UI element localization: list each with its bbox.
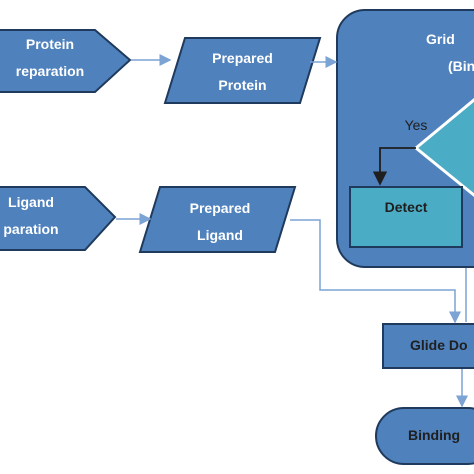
protein-preparation-line1: Protein	[25, 36, 75, 52]
ligand-preparation-shape	[0, 186, 117, 251]
protein-preparation-shape	[0, 29, 132, 93]
binding-label: Binding	[408, 427, 461, 443]
ligand-preparation-line2: paration	[3, 221, 59, 237]
prepared-ligand-label: Prepared Ligand	[155, 195, 285, 249]
glide-docking-label: Glide Do	[410, 337, 468, 353]
grid-label: Grid (Bin	[426, 26, 474, 80]
ligand-preparation-label: Ligand paration	[0, 189, 62, 243]
prepared-protein-line2: Protein	[218, 77, 267, 93]
detect-label: Detect	[384, 199, 428, 215]
ligand-preparation-line1: Ligand	[8, 194, 54, 210]
decision-yes-label: Yes	[404, 117, 428, 133]
detect-shape	[349, 186, 463, 248]
glide-docking-shape	[382, 323, 474, 369]
prepared-protein-label: Prepared Protein	[180, 45, 305, 99]
prepared-ligand-line2: Ligand	[197, 227, 243, 243]
connector-yes-to-detect	[372, 147, 416, 186]
grid-line2: (Bin	[448, 58, 474, 74]
prepared-ligand-line1: Prepared	[189, 200, 251, 216]
binding-shape	[375, 407, 474, 465]
grid-line1: Grid	[426, 31, 455, 47]
protein-preparation-line2: reparation	[15, 63, 85, 79]
prepared-protein-line1: Prepared	[212, 50, 273, 66]
connector-prepared-ligand-to-glide	[290, 219, 461, 324]
prepared-protein-shape	[163, 37, 322, 104]
decision-diamond-shape	[413, 98, 474, 198]
prepared-ligand-shape	[138, 186, 297, 253]
protein-preparation-label: Protein reparation	[0, 31, 100, 85]
